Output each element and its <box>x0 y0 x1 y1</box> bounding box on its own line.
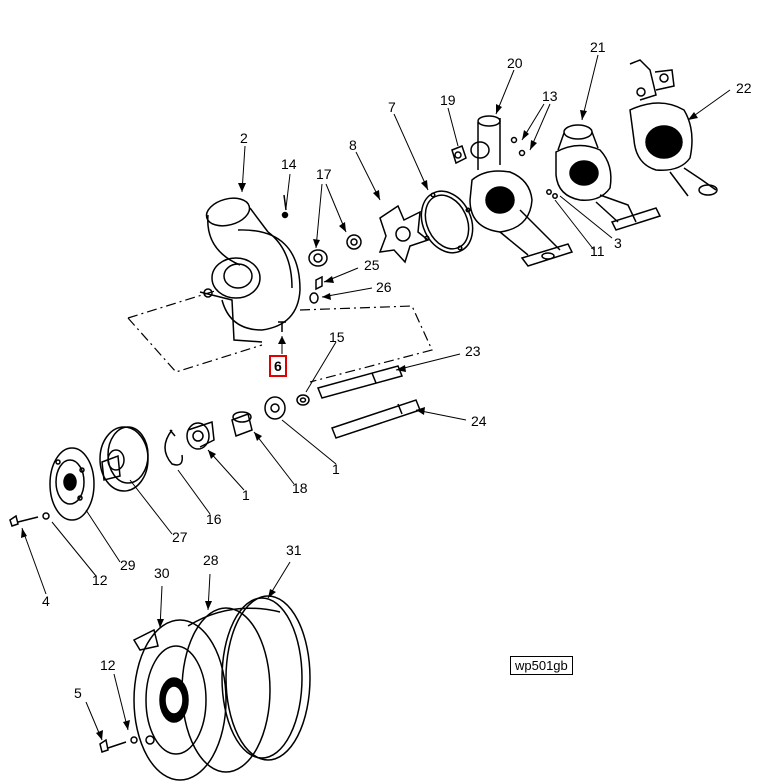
callout-31: 31 <box>286 542 302 558</box>
callout-1-upper: 1 <box>332 461 340 477</box>
callout-21: 21 <box>590 39 606 55</box>
bolt-and-washer-lower <box>100 737 137 752</box>
pump-housing-part <box>200 194 300 342</box>
callout-26: 26 <box>376 279 392 295</box>
callout-11: 11 <box>590 243 605 259</box>
figure-reference-code: wp501gb <box>510 656 573 675</box>
leader-lines <box>22 55 730 740</box>
housing-group-outline <box>128 290 432 382</box>
callout-24: 24 <box>471 413 487 429</box>
callout-3: 3 <box>614 235 622 251</box>
bolt-and-washer-upper <box>10 513 49 526</box>
snap-ring-part <box>165 430 182 465</box>
callout-16: 16 <box>206 511 222 527</box>
callout-6-highlighted[interactable]: 6 <box>269 355 287 377</box>
fan-pulley-assembly <box>134 596 310 780</box>
callout-28: 28 <box>203 552 219 568</box>
callout-8: 8 <box>349 137 357 153</box>
callout-23: 23 <box>465 343 481 359</box>
callout-2: 2 <box>240 130 248 146</box>
hub-flange-part <box>50 448 94 520</box>
callout-27: 27 <box>172 529 188 545</box>
callout-12-upper: 12 <box>92 572 108 588</box>
callout-13: 13 <box>542 88 558 104</box>
callout-29: 29 <box>120 557 136 573</box>
callout-25: 25 <box>364 257 380 273</box>
callout-19: 19 <box>440 92 456 108</box>
callout-17: 17 <box>316 166 332 182</box>
callout-30: 30 <box>154 565 170 581</box>
bearings-and-spacer <box>187 397 285 449</box>
callout-4: 4 <box>42 593 50 609</box>
callout-5: 5 <box>74 685 82 701</box>
pump-cover-part-20 <box>452 116 572 266</box>
gasket-part <box>412 183 483 261</box>
callout-14: 14 <box>281 156 297 172</box>
leader-arrowheads <box>21 104 698 740</box>
callout-18: 18 <box>292 480 308 496</box>
callout-20: 20 <box>507 55 523 71</box>
callout-12-lower: 12 <box>100 657 116 673</box>
pump-cover-part-21 <box>556 125 660 230</box>
impeller-part <box>380 206 428 262</box>
pump-cover-part-22 <box>630 60 717 196</box>
callout-1-lower: 1 <box>242 487 250 503</box>
callout-22: 22 <box>736 80 752 96</box>
pulley-hub-part <box>100 427 148 491</box>
callout-15: 15 <box>329 329 345 345</box>
callout-7: 7 <box>388 99 396 115</box>
